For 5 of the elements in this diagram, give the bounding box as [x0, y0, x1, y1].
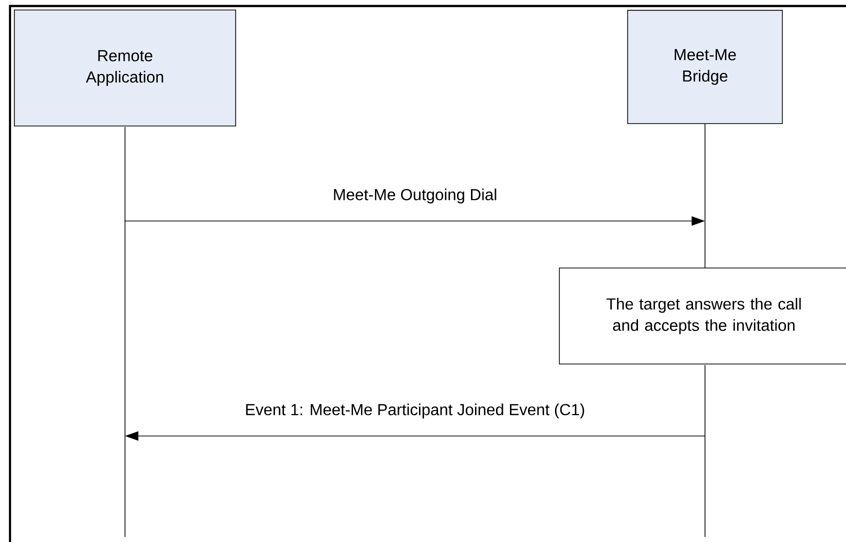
note-box: The target answers the call and accepts the invitation [558, 268, 846, 364]
message-label: Event 1: Meet-Me Participant Joined Event (C1) [244, 402, 586, 420]
message-label: Meet-Me Outgoing Dial [331, 187, 499, 205]
participant-box: Meet-Me Bridge [627, 10, 783, 124]
participant-box: Remote Application [14, 10, 236, 126]
